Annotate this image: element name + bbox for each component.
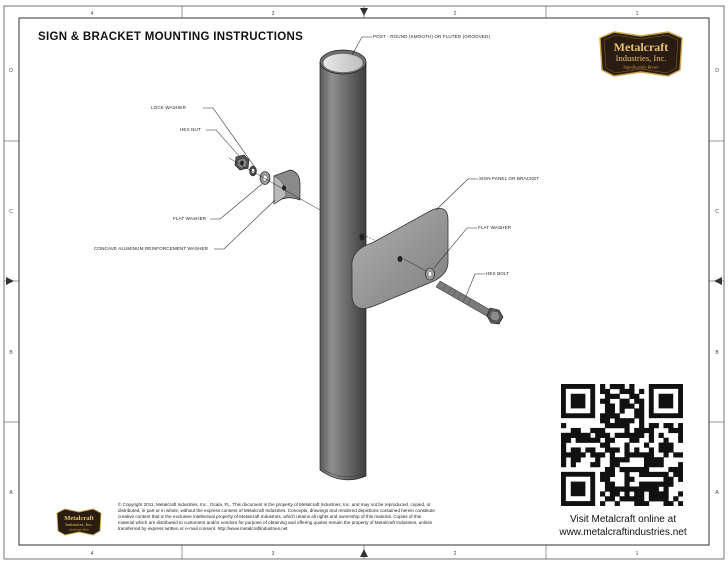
flat-washer-left [259,171,271,185]
metalcraft-logo-small-icon: Metalcraft Industries, Inc. Significantl… [55,508,103,536]
sign-panel [351,207,449,309]
row-label-right-d: D [715,68,719,74]
row-label-left-c: C [9,209,13,215]
row-label-left-a: A [9,490,13,496]
bolt-axis [228,157,427,272]
center-mark-right-icon [714,277,722,285]
metalcraft-logo-icon: Metalcraft Industries, Inc. Significantl… [596,30,686,78]
col-label-bottom-1: 4 [91,551,94,557]
hex-nut [234,154,250,171]
website-link[interactable]: www.metalcraftindustries.net [559,527,687,538]
callout-flat-washer-left: FLAT WASHER [173,216,207,221]
concave-washer [273,169,301,205]
qr-finder-icon [648,384,683,419]
col-label-top-3: 2 [454,11,457,17]
center-mark-top-icon [360,8,368,16]
hex-bolt [435,280,504,325]
col-label-top-1: 4 [91,11,94,17]
callout-sign-panel: SIGN PANEL OR BRACKET [479,176,540,181]
col-label-top-2: 3 [272,11,275,17]
callout-lock-washer: LOCK WASHER [151,105,186,110]
logo-small-name-line2: Industries, Inc. [65,522,92,528]
copyright-notice: © Copyright 2011, Metalcraft Industries,… [118,502,435,532]
logo-small-name-line1: Metalcraft [64,515,94,522]
logo-tagline: Significantly Better [623,65,659,70]
col-label-bottom-4: 1 [636,551,639,557]
logo-small-tagline: Significantly Better [69,529,90,532]
drawing-border [3,5,725,560]
leader-lines [203,36,485,297]
col-label-bottom-3: 2 [454,551,457,557]
qr-finder-icon [561,471,596,506]
callout-hex-nut: HEX NUT [180,127,201,132]
qr-finder-icon [561,384,596,419]
center-mark-left-icon [6,277,14,285]
logo-name-line1: Metalcraft [614,40,669,54]
row-label-left-d: D [9,68,13,74]
callout-concave-washer: CONCAVE ALUMINUM REINFORCEMENT WASHER [94,246,209,251]
callout-hex-bolt: HEX BOLT [486,271,510,276]
row-label-right-b: B [715,350,719,356]
visit-block: Visit Metalcraft online at www.metalcraf… [548,513,698,539]
row-label-right-c: C [715,209,719,215]
page-title: SIGN & BRACKET MOUNTING INSTRUCTIONS [38,31,304,43]
col-label-bottom-2: 3 [272,551,275,557]
row-label-right-a: A [715,490,719,496]
callout-flat-washer-right: FLAT WASHER [478,225,512,230]
lock-washer [249,165,257,177]
qr-code-icon[interactable] [561,384,684,507]
logo-name-line2: Industries, Inc. [616,53,667,63]
flat-washer-right [425,267,435,281]
callout-post: POST - ROUND (SMOOTH) OR FLUTED (GROOVED… [373,34,491,39]
row-label-left-b: B [9,350,13,356]
post [319,49,367,481]
center-mark-bottom-icon [360,549,368,557]
col-label-top-4: 1 [636,11,639,17]
visit-line: Visit Metalcraft online at [570,514,676,525]
